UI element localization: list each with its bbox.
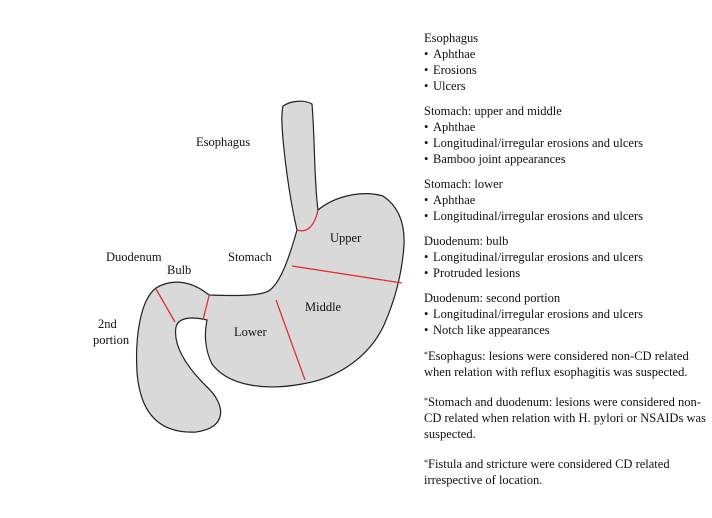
organ-outline [136, 100, 405, 433]
legend-item-text: Protruded lesions [433, 266, 521, 280]
legend-item: • Notch like appearances [424, 322, 709, 338]
label-middle: Middle [305, 300, 342, 314]
boundary-middle-lower [275, 299, 306, 381]
legend-item: • Longitudinal/irregular erosions and ulc… [424, 249, 709, 265]
bullet-icon: • [424, 120, 429, 134]
legend-item: • Aphthae [424, 192, 709, 208]
bullet-icon: • [424, 209, 429, 223]
legend-section-title: Stomach: lower [424, 177, 503, 191]
bullet-icon: • [424, 47, 429, 61]
label-lower: Lower [234, 325, 267, 339]
legend-notes: *Esophagus: lesions were considered non-… [424, 348, 709, 488]
bullet-icon: • [424, 136, 429, 150]
legend-item: • Aphthae [424, 46, 709, 62]
legend-item-text: Longitudinal/irregular erosions and ulce… [433, 307, 644, 321]
bullet-icon: • [424, 266, 429, 280]
legend-item-text: Longitudinal/irregular erosions and ulce… [433, 250, 644, 264]
legend-item: • Longitudinal/irregular erosions and ulc… [424, 135, 709, 151]
boundary-upper-middle [291, 265, 403, 284]
legend-section-title: Duodenum: second portion [424, 291, 561, 305]
boundary-bulb-second-portion [155, 288, 176, 323]
footnote-text: Fistula and stricture were considered CD… [424, 457, 670, 487]
legend-item: • Bamboo joint appearances [424, 151, 709, 167]
bullet-icon: • [424, 63, 429, 77]
legend-item-text: Bamboo joint appearances [433, 152, 566, 166]
legend-item: • Erosions [424, 62, 709, 78]
legend-item-text: Aphthae [433, 120, 476, 134]
footnote: *Stomach and duodenum: lesions were cons… [424, 394, 709, 442]
boundary-esophagus-stomach [296, 209, 319, 232]
bullet-icon: • [424, 193, 429, 207]
region-boundaries [155, 209, 403, 381]
legend-section-title: Stomach: upper and middle [424, 104, 562, 118]
legend-section-title: Esophagus [424, 31, 479, 45]
bullet-icon: • [424, 79, 429, 93]
label-bulb: Bulb [167, 263, 191, 277]
legend-item-text: Longitudinal/irregular erosions and ulce… [433, 136, 644, 150]
label-esophagus: Esophagus [196, 135, 250, 149]
bullet-icon: • [424, 152, 429, 166]
legend-section: Duodenum: second portion • Longitudinal/ir… [424, 290, 709, 338]
asterisk-icon: * [424, 350, 428, 359]
legend-section: Stomach: upper and middle • Aphthae • Longit… [424, 103, 709, 167]
legend-section: Esophagus • Aphthae • Erosions • Ulcers [424, 30, 709, 94]
legend-item-text: Erosions [433, 63, 477, 77]
label-second-portion-line2: portion [93, 333, 130, 347]
legend-section: Duodenum: bulb • Longitudinal/irregular er… [424, 233, 709, 281]
label-stomach: Stomach [228, 250, 272, 264]
legend-item: • Longitudinal/irregular erosions and ulc… [424, 306, 709, 322]
legend-item-text: Notch like appearances [433, 323, 550, 337]
label-duodenum: Duodenum [106, 250, 162, 264]
boundary-stomach-bulb [202, 295, 210, 321]
legend-item: • Longitudinal/irregular erosions and ulc… [424, 208, 709, 224]
legend-item-list: • Aphthae • Longitudinal/irregular erosions… [424, 119, 709, 167]
legend-item-list: • Longitudinal/irregular erosions and ulc… [424, 249, 709, 281]
label-second-portion-line1: 2nd [98, 317, 118, 331]
legend-section-title: Duodenum: bulb [424, 234, 509, 248]
bullet-icon: • [424, 323, 429, 337]
legend-item-list: • Aphthae • Erosions • Ulcers [424, 46, 709, 94]
legend-item: • Protruded lesions [424, 265, 709, 281]
legend-item-list: • Aphthae • Longitudinal/irregular erosions… [424, 192, 709, 224]
asterisk-icon: * [424, 458, 428, 467]
legend-item: • Aphthae [424, 119, 709, 135]
footnote: *Fistula and stricture were considered C… [424, 456, 709, 488]
legend-item-text: Aphthae [433, 47, 476, 61]
asterisk-icon: * [424, 396, 428, 405]
footnote: *Esophagus: lesions were considered non-… [424, 348, 709, 380]
footnote-text: Esophagus: lesions were considered non-C… [424, 349, 689, 379]
legend-section: Stomach: lower • Aphthae • Longitudinal/irre… [424, 176, 709, 224]
legend-item: • Ulcers [424, 78, 709, 94]
label-upper: Upper [330, 231, 362, 245]
footnote-text: Stomach and duodenum: lesions were consi… [424, 395, 706, 441]
legend-item-list: • Longitudinal/irregular erosions and ulc… [424, 306, 709, 338]
legend-item-text: Aphthae [433, 193, 476, 207]
bullet-icon: • [424, 307, 429, 321]
legend-item-text: Ulcers [433, 79, 466, 93]
legend-item-text: Longitudinal/irregular erosions and ulce… [433, 209, 644, 223]
bullet-icon: • [424, 250, 429, 264]
